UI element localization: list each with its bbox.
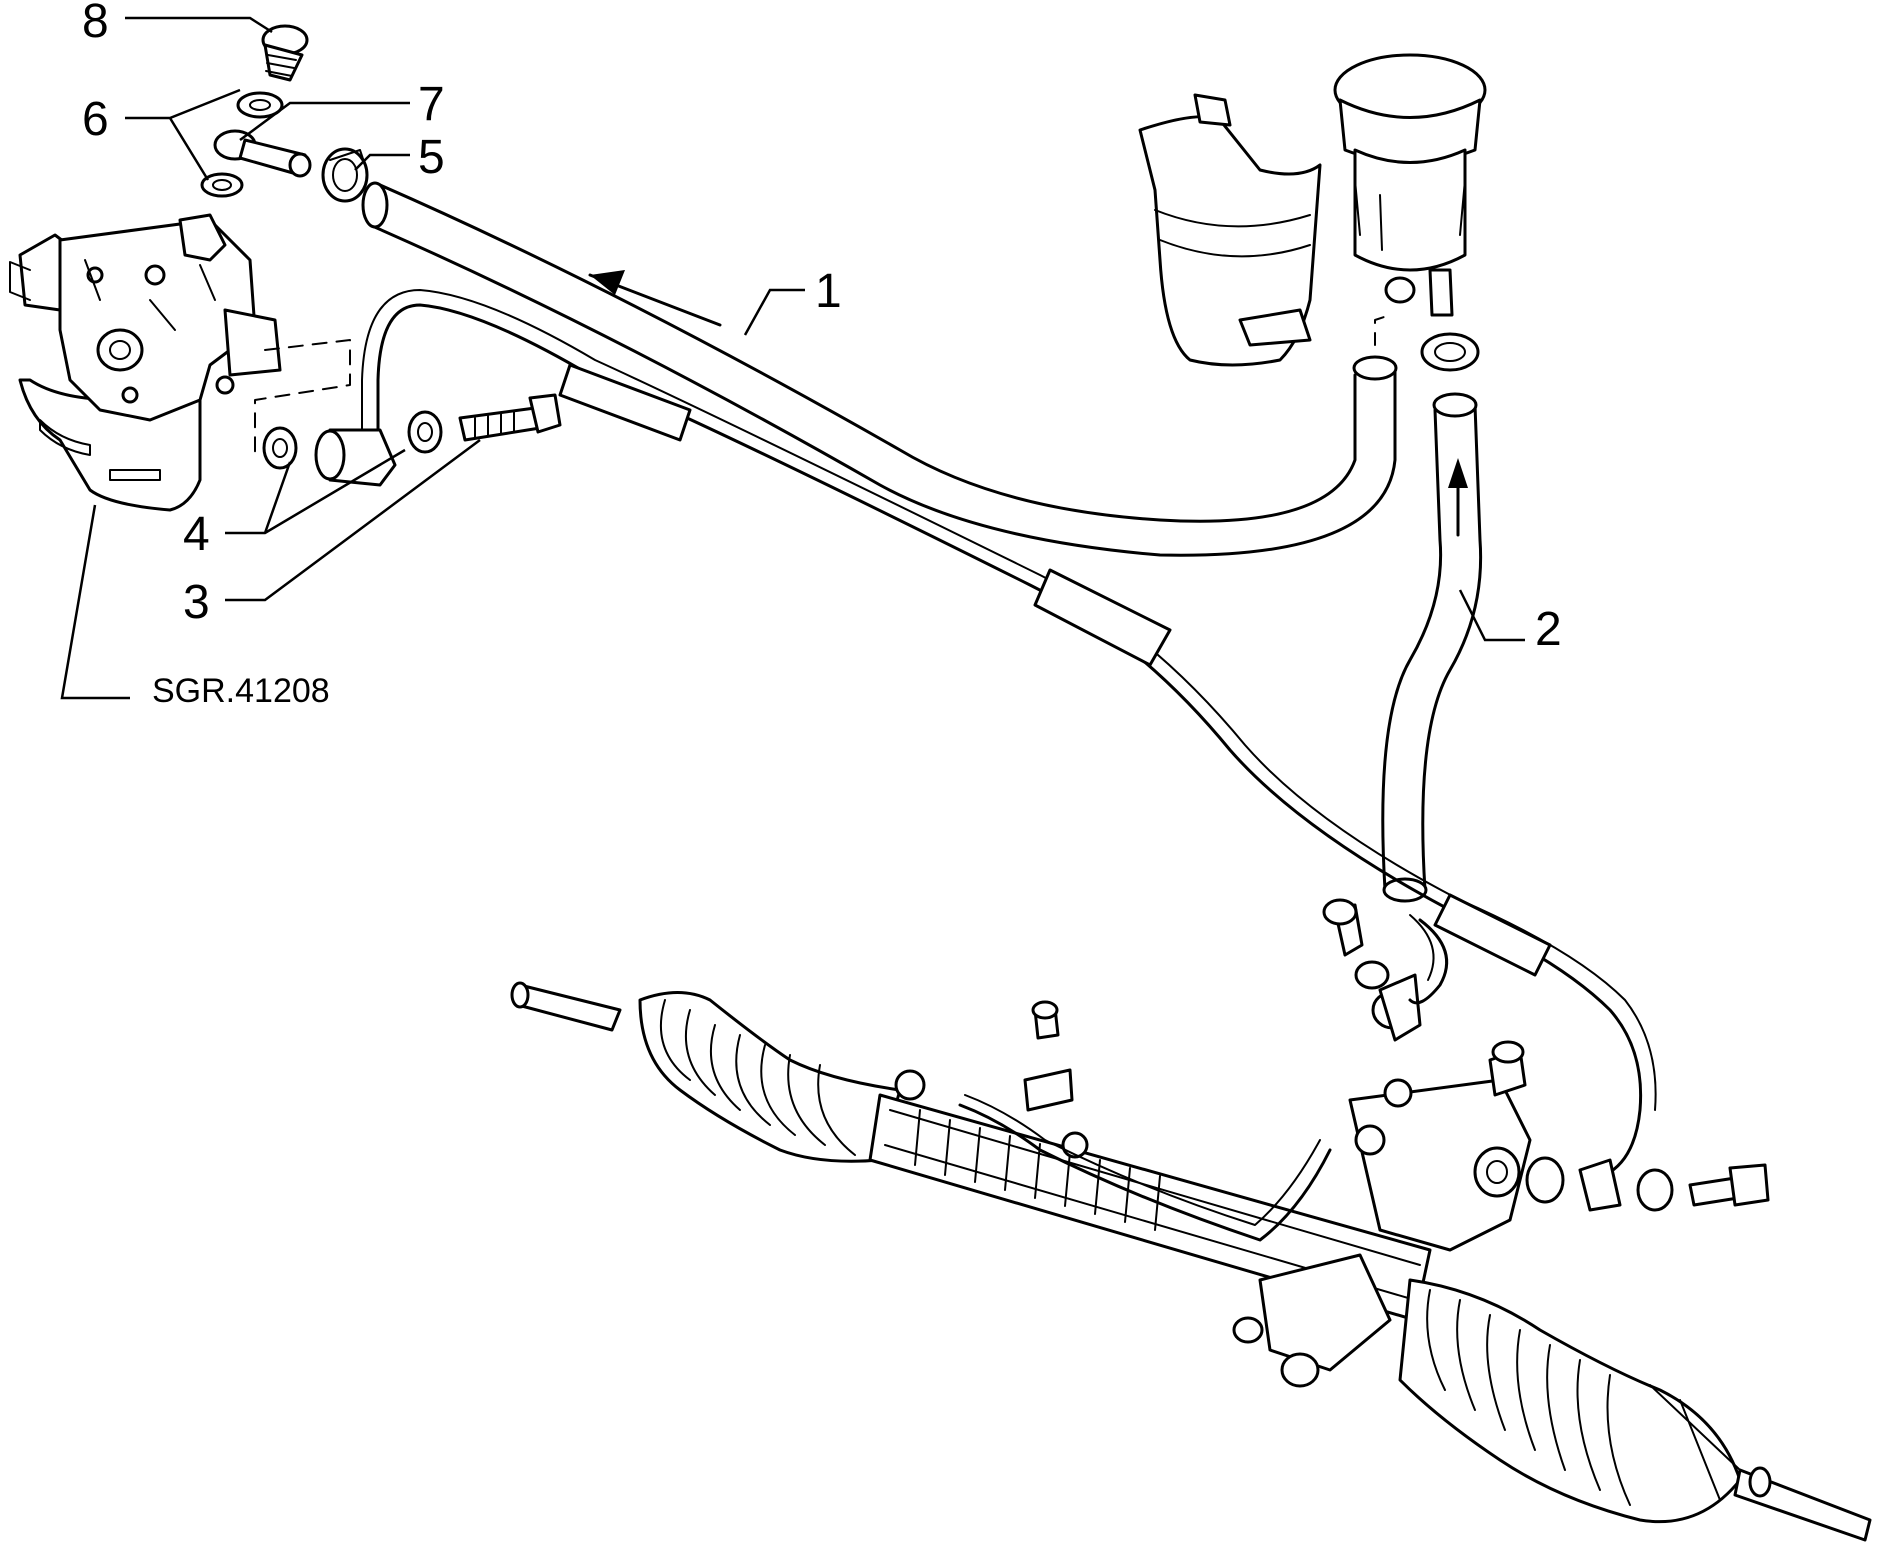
hose-clamp-5	[321, 147, 369, 203]
leader-2	[1458, 589, 1525, 642]
callout-4: 4	[183, 508, 210, 561]
callout-7: 7	[418, 78, 445, 131]
leader-3	[225, 438, 481, 602]
callout-1: 1	[815, 265, 842, 318]
callout-6: 6	[82, 93, 109, 146]
callout-3: 3	[183, 576, 210, 629]
callout-8: 8	[82, 0, 109, 48]
leader-lines	[60, 16, 1525, 700]
feed-hose-2	[1381, 392, 1483, 903]
leader-7	[239, 101, 410, 142]
leader-1	[743, 288, 805, 336]
callout-2: 2	[1535, 603, 1562, 656]
hose-clamp-reservoir	[1420, 332, 1480, 372]
leader-ref	[60, 504, 130, 700]
reservoir-dash	[1374, 314, 1391, 346]
fluid-reservoir	[1333, 53, 1487, 317]
leader-6	[125, 88, 241, 181]
leader-8	[125, 16, 273, 34]
leader-5	[354, 153, 410, 171]
return-hose-1	[361, 181, 1398, 557]
banjo-bolt-3	[458, 393, 562, 442]
callout-5: 5	[418, 131, 445, 184]
fitting-bolt-8	[261, 24, 309, 82]
power-steering-pump	[9, 213, 282, 512]
banjo-union-7	[213, 129, 312, 178]
leader-4	[225, 448, 406, 535]
pressure-pipe	[314, 289, 1657, 1177]
reservoir-bracket	[1138, 93, 1322, 367]
seal-washers-6	[200, 91, 284, 198]
steering-rack	[510, 981, 1872, 1542]
rack-fittings	[1322, 898, 1770, 1212]
reference-code: SGR.41208	[152, 672, 330, 710]
alignment-dash	[254, 339, 351, 461]
washers-4	[262, 410, 443, 470]
